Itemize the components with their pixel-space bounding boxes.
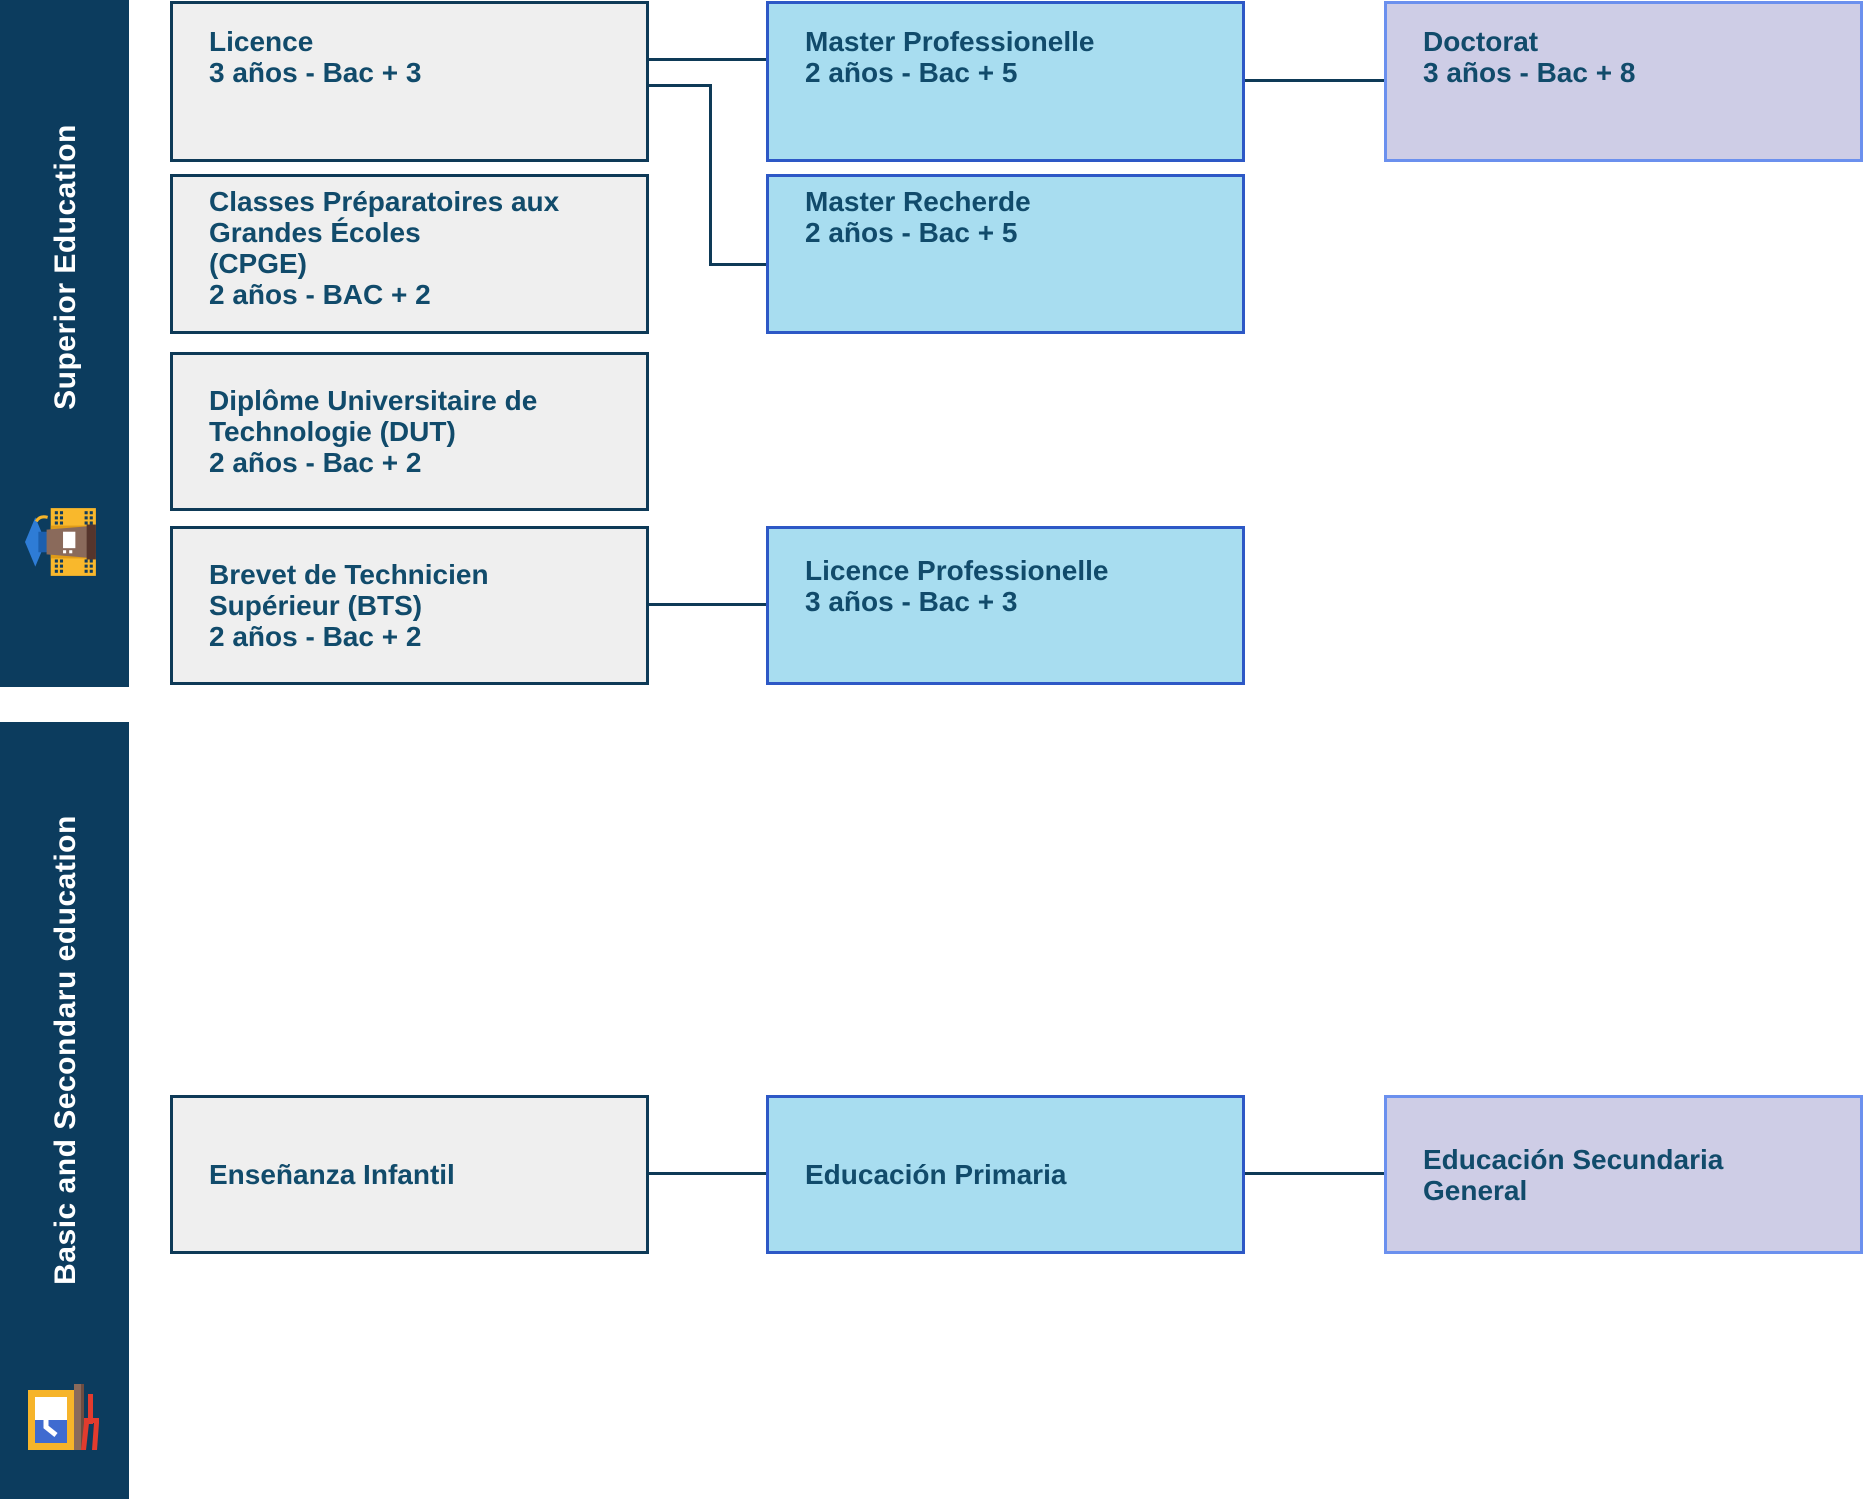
box-educacion-primaria: Educación Primaria (766, 1095, 1245, 1254)
box-cpge: Classes Préparatoires aux Grandes Écoles… (170, 174, 649, 334)
box-master-professionelle-title: Master Professionelle (805, 26, 1095, 57)
box-master-recherde-duration: 2 años - Bac + 5 (805, 217, 1018, 248)
box-master-recherde: Master Recherde 2 años - Bac + 5 (766, 174, 1245, 334)
box-licence: Licence 3 años - Bac + 3 (170, 1, 649, 162)
connector-bts-to-licence-professionelle (649, 603, 766, 606)
box-educacion-primaria-title: Educación Primaria (805, 1159, 1067, 1190)
classroom-icon (26, 1382, 100, 1458)
box-licence-professionelle-title: Licence Professionelle (805, 555, 1109, 586)
box-ensenanza-infantil: Enseñanza Infantil (170, 1095, 649, 1254)
box-educacion-secundaria-general: Educación Secundaria General (1384, 1095, 1863, 1254)
box-doctorat: Doctorat 3 años - Bac + 8 (1384, 1, 1863, 162)
connector-infantil-to-primaria (649, 1172, 766, 1175)
box-master-professionelle-duration: 2 años - Bac + 5 (805, 57, 1018, 88)
box-bts-duration: 2 años - Bac + 2 (209, 621, 422, 652)
box-doctorat-title: Doctorat (1423, 26, 1539, 57)
connector-primaria-to-secundaria (1245, 1172, 1384, 1175)
school-building-icon (24, 504, 100, 580)
box-educacion-secundaria-title: Educación Secundaria (1423, 1143, 1724, 1175)
box-doctorat-duration: 3 años - Bac + 8 (1423, 57, 1636, 88)
box-educacion-secundaria-title2: General (1423, 1174, 1528, 1206)
box-bts-line: Brevet de Technicien (209, 559, 489, 590)
connector-licence-to-master-recherde-seg2 (709, 84, 712, 266)
box-licence-duration: 3 años - Bac + 3 (209, 57, 422, 88)
box-dut-duration: 2 años - Bac + 2 (209, 447, 422, 478)
connector-licence-to-master-professionelle (649, 58, 766, 61)
box-master-professionelle: Master Professionelle 2 años - Bac + 5 (766, 1, 1245, 162)
connector-licence-to-master-recherde-seg3 (709, 263, 766, 266)
sidebar-basic-band (0, 722, 129, 1499)
box-cpge-line: (CPGE) (209, 248, 307, 279)
box-licence-title: Licence (209, 26, 314, 57)
box-dut-line: Diplôme Universitaire de (209, 385, 538, 416)
box-master-recherde-title: Master Recherde (805, 186, 1031, 217)
connector-master-professionelle-to-doctorat (1245, 79, 1384, 82)
box-dut: Diplôme Universitaire de Technologie (DU… (170, 352, 649, 511)
box-licence-professionelle: Licence Professionelle 3 años - Bac + 3 (766, 526, 1245, 685)
box-cpge-duration: 2 años - BAC + 2 (209, 279, 431, 310)
sidebar-label-basic-secondary-education: Basic and Secondaru education (49, 815, 82, 1285)
connector-licence-to-master-recherde-seg1 (649, 84, 711, 87)
box-cpge-line: Grandes Écoles (209, 217, 421, 248)
box-licence-professionelle-duration: 3 años - Bac + 3 (805, 586, 1018, 617)
box-cpge-line: Classes Préparatoires aux (209, 186, 560, 217)
box-bts: Brevet de Technicien Supérieur (BTS) 2 a… (170, 526, 649, 685)
sidebar-label-superior-education: Superior Education (49, 124, 82, 410)
box-dut-line: Technologie (DUT) (209, 416, 456, 447)
box-bts-line: Supérieur (BTS) (209, 590, 423, 621)
box-ensenanza-infantil-title: Enseñanza Infantil (209, 1159, 455, 1190)
